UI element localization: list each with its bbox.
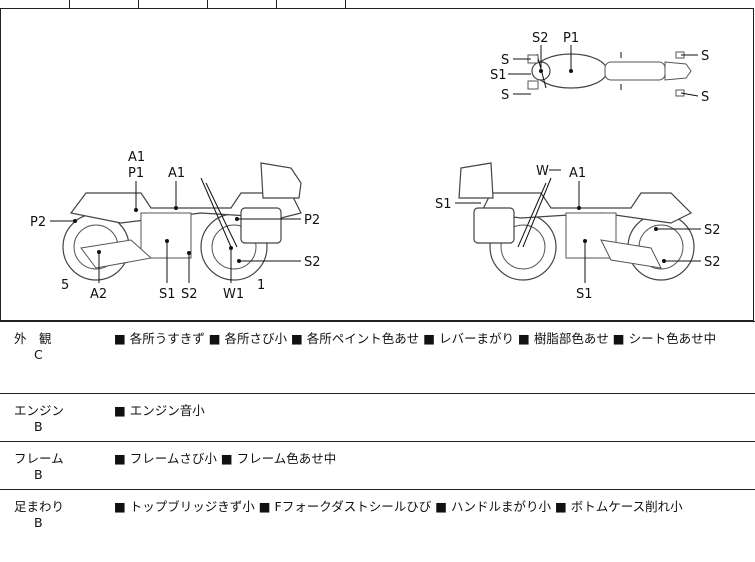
category-name: 足まわり: [14, 499, 65, 514]
label-right-a1: A1: [569, 166, 586, 181]
label-left-5: 5: [61, 278, 69, 293]
label-top-s-1: S: [501, 53, 509, 68]
grade: B: [34, 419, 43, 434]
label-left-p2-1: P2: [30, 215, 46, 230]
motorcycle-damage-diagram: S2 P1 S S1 S S S: [0, 8, 754, 321]
grade: B: [34, 515, 43, 530]
notes-cell: ■ 各所うすきず ■ 各所さび小 ■ 各所ペイント色あせ ■ レバーまがり ■ …: [88, 321, 755, 394]
notes-cell: ■ トップブリッジきず小 ■ Fフォークダストシールひび ■ ハンドルまがり小 …: [88, 489, 755, 562]
label-left-p2-2: P2: [304, 213, 320, 228]
label-left-1: 1: [257, 278, 265, 293]
label-top-p1: P1: [563, 31, 579, 46]
label-left-s2-2: S2: [181, 287, 198, 302]
label-left-p1: P1: [128, 166, 144, 181]
label-left-a1-1: A1: [128, 150, 145, 165]
label-right-s1-1: S1: [435, 197, 452, 212]
label-right-w: W: [536, 164, 549, 179]
right-side-motorcycle: [458, 162, 695, 281]
label-top-s-4: S: [701, 90, 709, 105]
notes-cell: ■ フレームさび小 ■ フレーム色あせ中: [88, 441, 755, 490]
category-name: フレーム: [14, 451, 64, 466]
label-left-s1: S1: [159, 287, 176, 302]
label-left-a1-2: A1: [168, 166, 185, 181]
label-top-s2: S2: [532, 31, 549, 46]
category-name: 外 観: [14, 331, 52, 346]
label-left-w1: W1: [223, 287, 244, 302]
label-left-a2: A2: [90, 287, 107, 302]
grade: C: [34, 347, 43, 362]
label-top-s-3: S: [701, 49, 709, 64]
category-name: エンジン: [14, 403, 65, 418]
label-top-s1: S1: [490, 68, 507, 83]
grade: B: [34, 467, 43, 482]
label-right-s2-1: S2: [704, 223, 721, 238]
notes-cell: ■ エンジン音小: [88, 393, 755, 442]
label-left-s2-1: S2: [304, 255, 321, 270]
label-right-s2-2: S2: [704, 255, 721, 270]
label-top-s-2: S: [501, 88, 509, 103]
header-row-fragment: [0, 0, 754, 9]
label-right-s1-2: S1: [576, 287, 593, 302]
top-view-motorcycle: [527, 51, 692, 97]
